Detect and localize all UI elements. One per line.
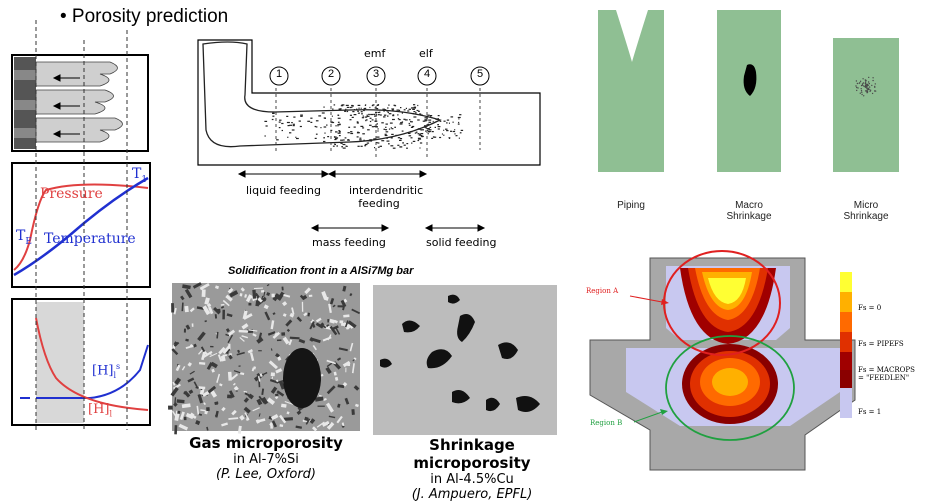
hydrogen-plot <box>11 298 151 426</box>
legend-swatch <box>840 388 852 418</box>
marker-2: 2 <box>327 68 335 80</box>
legend-swatch <box>840 352 852 370</box>
feeding-arrows <box>237 170 486 232</box>
bar-caption: Solidification front in a AlSi7Mg bar <box>228 265 414 277</box>
marker-3: 3 <box>372 68 380 80</box>
gas-caption: Gas microporosity in Al-7%Si (P. Lee, Ox… <box>189 434 343 482</box>
marker-5: 5 <box>476 68 484 80</box>
shrinkage-micrograph <box>373 285 557 435</box>
legend-swatch <box>840 272 852 292</box>
region-b-label: Region B <box>590 419 623 427</box>
slide-title: • Porosity prediction <box>60 6 229 27</box>
marker-4: 4 <box>423 68 431 80</box>
te-label: TE <box>16 228 32 247</box>
mold-micro-shrinkage <box>833 38 899 172</box>
guide-lines <box>35 20 128 430</box>
solid-feeding-label: solid feeding <box>426 236 497 249</box>
legend-swatch <box>840 312 852 332</box>
legend-swatch <box>840 292 852 312</box>
legend-swatch <box>840 332 852 352</box>
mass-feeding-label: mass feeding <box>312 236 386 249</box>
mold-label-piping: Piping <box>617 200 645 211</box>
temperature-label: Temperature <box>44 231 136 247</box>
marker-1: 1 <box>275 68 283 80</box>
region-a-label: Region A <box>586 287 619 295</box>
elf-label: elf <box>419 47 433 60</box>
h-liquid-label: [H]l <box>88 402 113 419</box>
shrinkage-caption: Shrinkage microporosity in Al-4.5%Cu (J.… <box>411 436 533 502</box>
casting-simulation <box>589 250 856 471</box>
pressure-temperature-plot <box>11 162 151 288</box>
liquid-feeding-label: liquid feeding <box>246 184 322 197</box>
fraction-solid-legend <box>840 272 852 418</box>
pressure-label: Pressure <box>40 186 103 202</box>
mold-macro-shrinkage <box>717 10 781 172</box>
emf-label: emf <box>364 47 386 60</box>
mold-dendrite-panel <box>11 54 149 152</box>
gas-micrograph <box>168 282 361 435</box>
mold-piping <box>598 10 664 172</box>
legend-swatch <box>840 370 852 388</box>
t1-label: T1 <box>132 166 148 185</box>
interdendritic-feeding-label: interdendritic feeding <box>349 184 424 210</box>
h-solid-label: [H]ls <box>92 362 121 380</box>
solidification-bar <box>197 39 541 166</box>
